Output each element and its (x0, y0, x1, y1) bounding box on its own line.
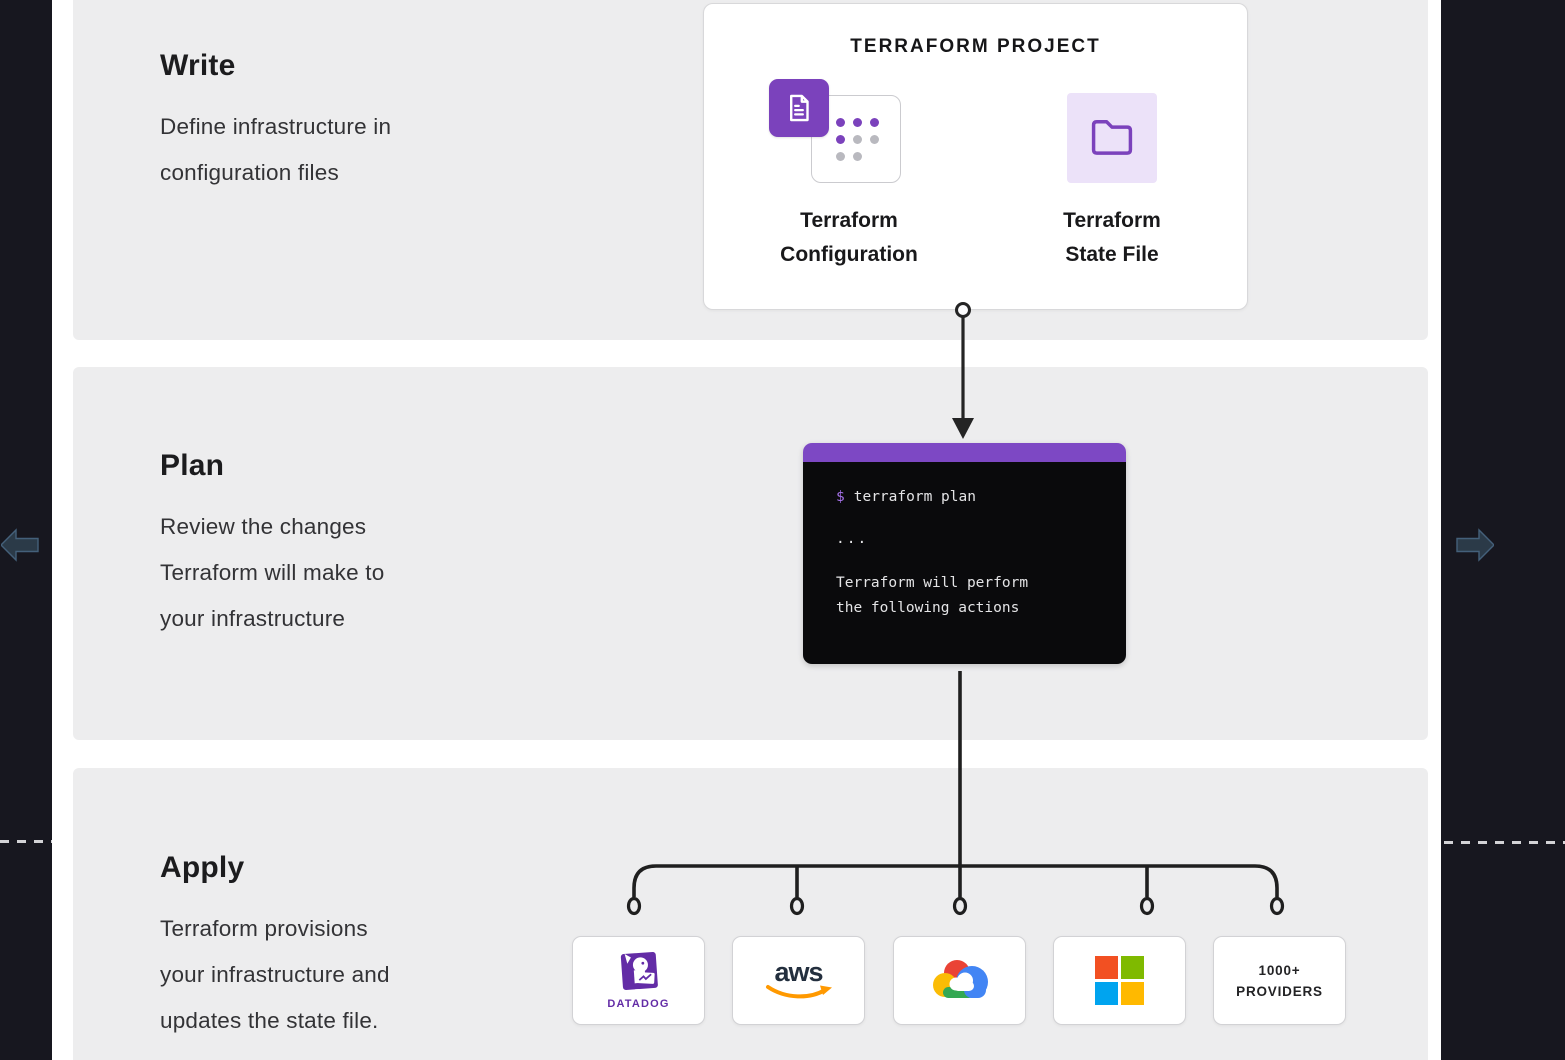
google-cloud-logo-icon (932, 959, 988, 998)
provider-card-google-cloud (893, 936, 1026, 1025)
apply-body-line: your infrastructure and (160, 962, 390, 987)
terminal-titlebar (803, 443, 1126, 462)
plan-body-line: Review the changes (160, 514, 367, 539)
terminal-output: $ terraform plan ... Terraform will perfo… (803, 462, 1126, 664)
arrow-right-icon[interactable] (1456, 528, 1494, 562)
terminal-command: terraform plan (853, 489, 976, 505)
terminal-output-line: the following actions (836, 600, 1020, 616)
document-icon (769, 79, 829, 137)
terraform-configuration-label: Terraform Configuration (780, 209, 918, 266)
provider-card-datadog: DATADOG (572, 936, 705, 1025)
apply-title: Apply (160, 851, 245, 884)
plan-body-line: Terraform will make to (160, 560, 385, 585)
right-dashed-guide (1444, 841, 1565, 844)
terraform-state-file-label: Terraform State File (1063, 209, 1161, 266)
providers-count: 1000+ (1258, 962, 1301, 978)
providers-word: PROVIDERS (1236, 983, 1323, 999)
write-title: Write (160, 49, 236, 82)
apply-body-line: updates the state file. (160, 1008, 379, 1033)
aws-wordmark: aws (774, 957, 823, 987)
terraform-project-card: TERRAFORM PROJECT Terraform Con (703, 3, 1248, 310)
terraform-plan-terminal: $ terraform plan ... Terraform will perfo… (803, 443, 1126, 664)
datadog-logo-icon (620, 951, 658, 996)
right-dark-rail (1441, 0, 1565, 1060)
plan-section-band (73, 367, 1428, 740)
provider-card-aws: aws (732, 936, 865, 1025)
microsoft-logo-icon (1095, 956, 1144, 1005)
folder-icon (1067, 93, 1157, 183)
provider-card-more-providers: 1000+ PROVIDERS (1213, 936, 1346, 1025)
project-card-title: TERRAFORM PROJECT (850, 36, 1101, 57)
write-body-line: Define infrastructure in (160, 114, 392, 139)
terminal-prompt: $ (836, 489, 845, 505)
plan-title: Plan (160, 449, 225, 482)
terminal-ellipsis: ... (836, 531, 869, 547)
plan-step-text: Plan Review the changes Terraform will m… (160, 448, 384, 642)
provider-card-microsoft (1053, 936, 1186, 1025)
aws-smile-icon (765, 985, 832, 999)
write-step-text: Write Define infrastructure in configura… (160, 48, 391, 196)
terraform-configuration-icon (769, 79, 969, 189)
plan-body-line: your infrastructure (160, 606, 346, 631)
apply-step-text: Apply Terraform provisions your infrastr… (160, 850, 390, 1044)
datadog-wordmark: DATADOG (607, 998, 670, 1010)
left-dashed-guide (0, 840, 52, 843)
left-dark-rail (0, 0, 52, 1060)
write-body-line: configuration files (160, 160, 339, 185)
terminal-output-line: Terraform will perform (836, 575, 1029, 591)
arrow-left-icon[interactable] (1, 528, 39, 562)
apply-body-line: Terraform provisions (160, 916, 368, 941)
